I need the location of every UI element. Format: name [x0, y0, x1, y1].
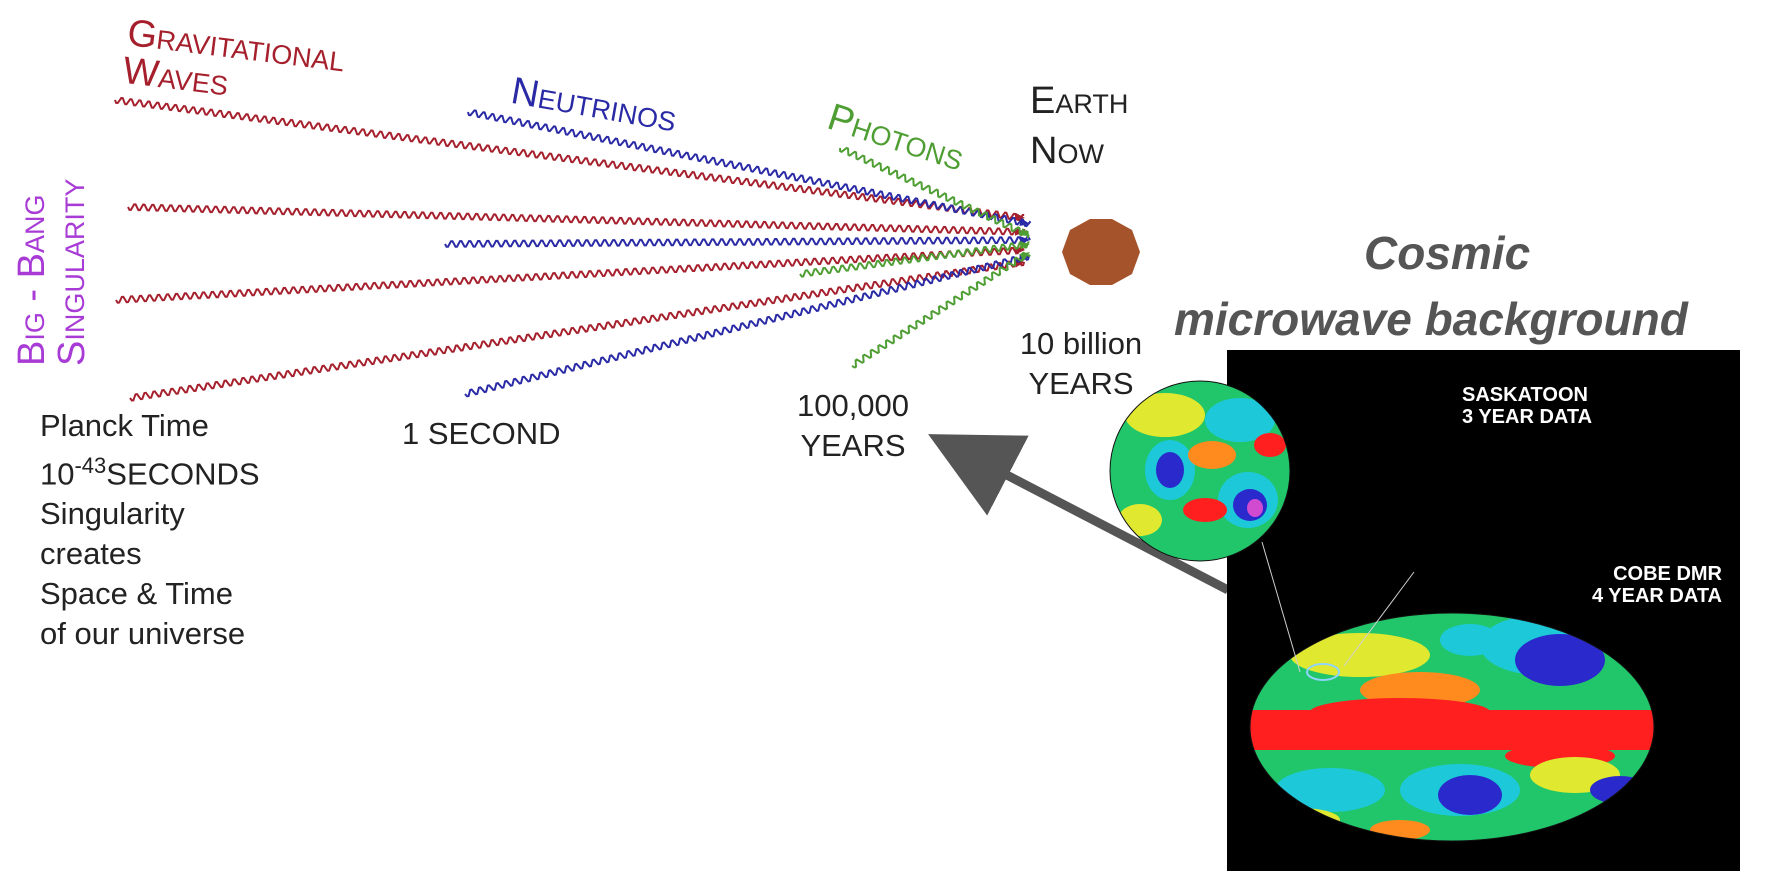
cobe-line: 4 YEAR DATA: [1591, 585, 1722, 607]
gravitational-wave: [115, 246, 1025, 304]
zoom-line: [1261, 541, 1301, 673]
photons-wave-arrowhead: [1019, 228, 1030, 236]
photons-wave-arrowhead: [1019, 241, 1030, 250]
particle-waves: [114, 96, 1032, 402]
photons-wave: [799, 241, 1030, 278]
photons-wave: [851, 251, 1031, 369]
ten-billion-unit: YEARS: [1028, 366, 1134, 401]
neutrinos-wave: [464, 253, 1030, 398]
earth-label: Earth: [1030, 80, 1129, 122]
now-label: Now: [1030, 130, 1104, 172]
gravitational-wave-arrowhead: [1014, 212, 1025, 221]
gravitational-wave: [114, 96, 1025, 222]
cobe-sky-map: [1250, 613, 1654, 841]
planck-line: Singularity: [40, 496, 185, 532]
photons-wave: [839, 146, 1029, 239]
ten-billion-years-label: 10 billion YEARS: [1006, 324, 1156, 404]
earth-icon: [1062, 219, 1140, 285]
pointer-arrow: [928, 434, 1231, 594]
zoom-line: [1343, 571, 1415, 667]
hundred-k-unit: YEARS: [800, 428, 906, 463]
saskatoon-line: 3 YEAR DATA: [1462, 406, 1593, 428]
planck-time-text: Planck Time 10-43SECONDS Singularity cre…: [40, 406, 260, 654]
planck-unit: SECONDS: [106, 456, 260, 492]
cobe-label: COBE DMR 4 YEAR DATA: [1542, 563, 1722, 607]
one-second-label: 1 SECOND: [402, 416, 561, 451]
cmb-title-line2: microwave background: [1174, 293, 1688, 345]
big-bang-word: Big - Bang: [11, 194, 53, 366]
cmb-title-line1: Cosmic: [1364, 227, 1531, 279]
saskatoon-line: SASKATOON: [1462, 384, 1588, 406]
big-bang-singularity-label: Big - Bang Singularity: [11, 178, 93, 366]
planck-line: of our universe: [40, 616, 246, 652]
hundred-k-value: 100,000: [796, 388, 910, 423]
planck-exponent: -43: [74, 453, 107, 478]
saskatoon-region-marker: [1306, 663, 1340, 681]
neutrinos-wave-arrowhead: [1019, 236, 1030, 245]
planck-base: 10: [40, 456, 75, 492]
cobe-line: COBE DMR: [1613, 563, 1722, 585]
gravitational-wave: [127, 203, 1026, 236]
gravitational-wave: [129, 259, 1026, 402]
saskatoon-label: SASKATOON 3 YEAR DATA: [1462, 384, 1592, 428]
planck-line: Space & Time: [40, 576, 233, 612]
planck-line: 10-43SECONDS: [40, 446, 260, 494]
hundred-thousand-years-label: 100,000 YEARS: [788, 386, 918, 466]
neutrinos-wave-arrowhead: [1019, 218, 1030, 226]
planck-line: Planck Time: [40, 408, 209, 443]
saskatoon-sky-map: [1110, 381, 1290, 561]
neutrinos-wave: [444, 236, 1031, 248]
neutrinos-wave: [467, 109, 1032, 228]
photons-wave-arrowhead: [1019, 252, 1030, 261]
singularity-word: Singularity: [51, 178, 93, 366]
planck-line: creates: [40, 536, 142, 572]
ten-billion-value: 10 billion: [1019, 326, 1143, 361]
